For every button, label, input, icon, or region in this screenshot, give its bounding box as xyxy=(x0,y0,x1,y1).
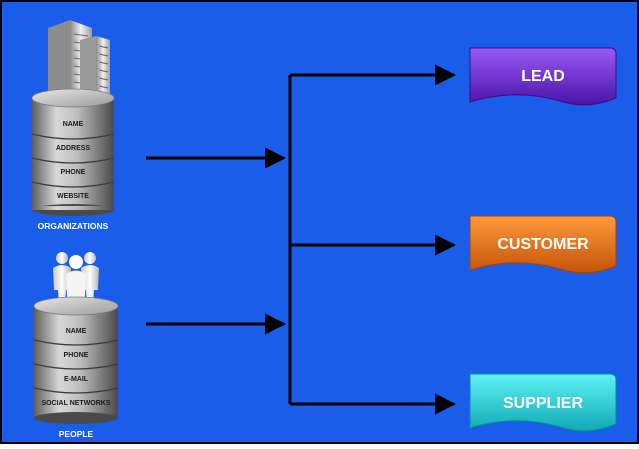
target-lead-label: LEAD xyxy=(521,68,565,85)
org-field-website: WEBSITE xyxy=(57,193,89,200)
people-field-name: NAME xyxy=(66,328,87,335)
target-lead: LEAD xyxy=(469,47,617,106)
target-supplier-label: SUPPLIER xyxy=(503,395,583,412)
buildings-icon xyxy=(48,20,110,100)
org-field-name: NAME xyxy=(63,121,84,128)
people-field-social-networks: SOCIAL NETWORKS xyxy=(41,400,110,407)
target-supplier: SUPPLIER xyxy=(469,373,617,432)
people-group-icon xyxy=(53,252,99,314)
people-database: NAME PHONE E-MAIL SOCIAL NETWORKS xyxy=(33,296,119,424)
org-field-address: ADDRESS xyxy=(56,145,91,152)
people-field-phone: PHONE xyxy=(64,352,89,359)
target-customer: CUSTOMER xyxy=(469,215,617,274)
organizations-label: ORGANIZATIONS xyxy=(38,221,109,231)
people-field-email: E-MAIL xyxy=(64,376,89,383)
people-label: PEOPLE xyxy=(59,429,94,439)
organizations-database: NAME ADDRESS PHONE WEBSITE xyxy=(31,88,115,216)
org-field-phone: PHONE xyxy=(61,169,86,176)
target-customer-label: CUSTOMER xyxy=(497,236,589,253)
